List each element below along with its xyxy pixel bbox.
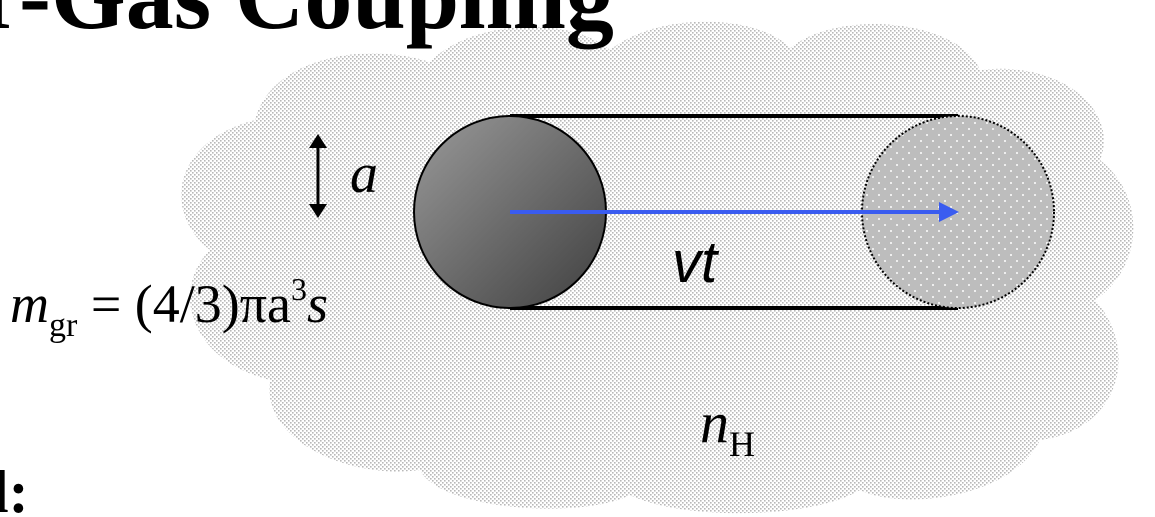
mass-exponent: 3 [291, 271, 307, 307]
velocity-time-label: vt [672, 230, 720, 295]
mass-rhs-prefix: = (4/3)πa [77, 274, 291, 334]
grain-mass-formula: mgr = (4/3)πa3s [10, 271, 328, 344]
bottom-text-fragment: l: [0, 459, 29, 517]
mass-symbol: m [10, 274, 49, 334]
density-symbol: n [700, 390, 729, 455]
mass-subscript: gr [49, 307, 78, 344]
radius-double-arrow-icon [309, 134, 327, 218]
title-fragment: r-Gas Coupling [0, 0, 614, 49]
radius-label: a [350, 143, 378, 205]
mass-rhs-suffix: s [307, 274, 328, 334]
density-subscript: H [729, 424, 755, 464]
hydrogen-density-label: nH [700, 390, 755, 464]
